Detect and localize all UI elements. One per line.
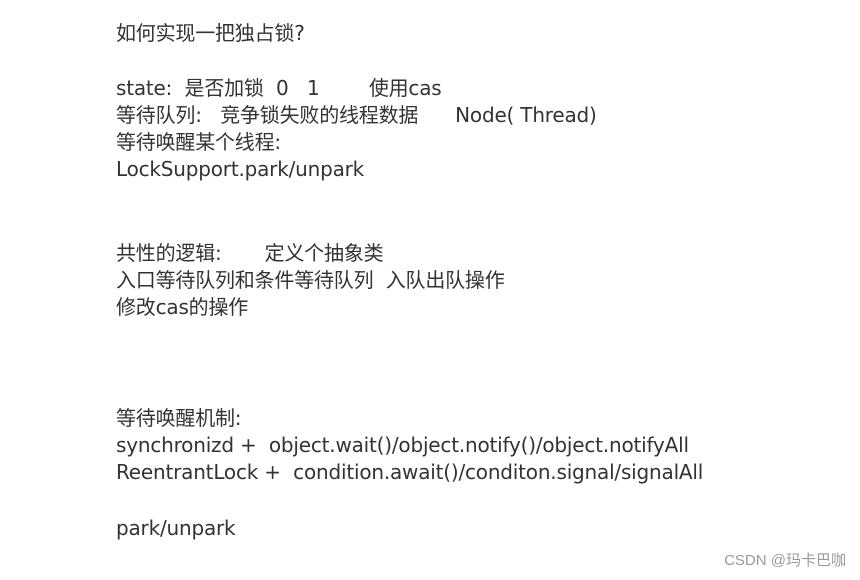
note-line-wait-queue: 等待队列: 竞争锁失败的线程数据 Node( Thread) <box>116 103 597 127</box>
note-line-common-logic: 共性的逻辑: 定义个抽象类 <box>116 241 384 265</box>
note-line-reentrantlock: ReentrantLock + condition.await()/condit… <box>116 460 704 484</box>
csdn-watermark: CSDN @玛卡巴咖 <box>724 552 846 569</box>
note-line-queues: 入口等待队列和条件等待队列 入队出队操作 <box>116 268 505 292</box>
note-line-wait-wake-mechanism: 等待唤醒机制: <box>116 406 242 430</box>
note-line-synchronized: synchronizd + object.wait()/object.notif… <box>116 433 689 457</box>
note-line-state: state: 是否加锁 0 1 使用cas <box>116 76 442 100</box>
note-line-cas-op: 修改cas的操作 <box>116 295 249 319</box>
note-line-park-unpark: park/unpark <box>116 516 236 540</box>
note-line-wake-thread: 等待唤醒某个线程: <box>116 130 281 154</box>
note-line-locksupport: LockSupport.park/unpark <box>116 157 365 181</box>
note-title: 如何实现一把独占锁? <box>116 21 305 45</box>
